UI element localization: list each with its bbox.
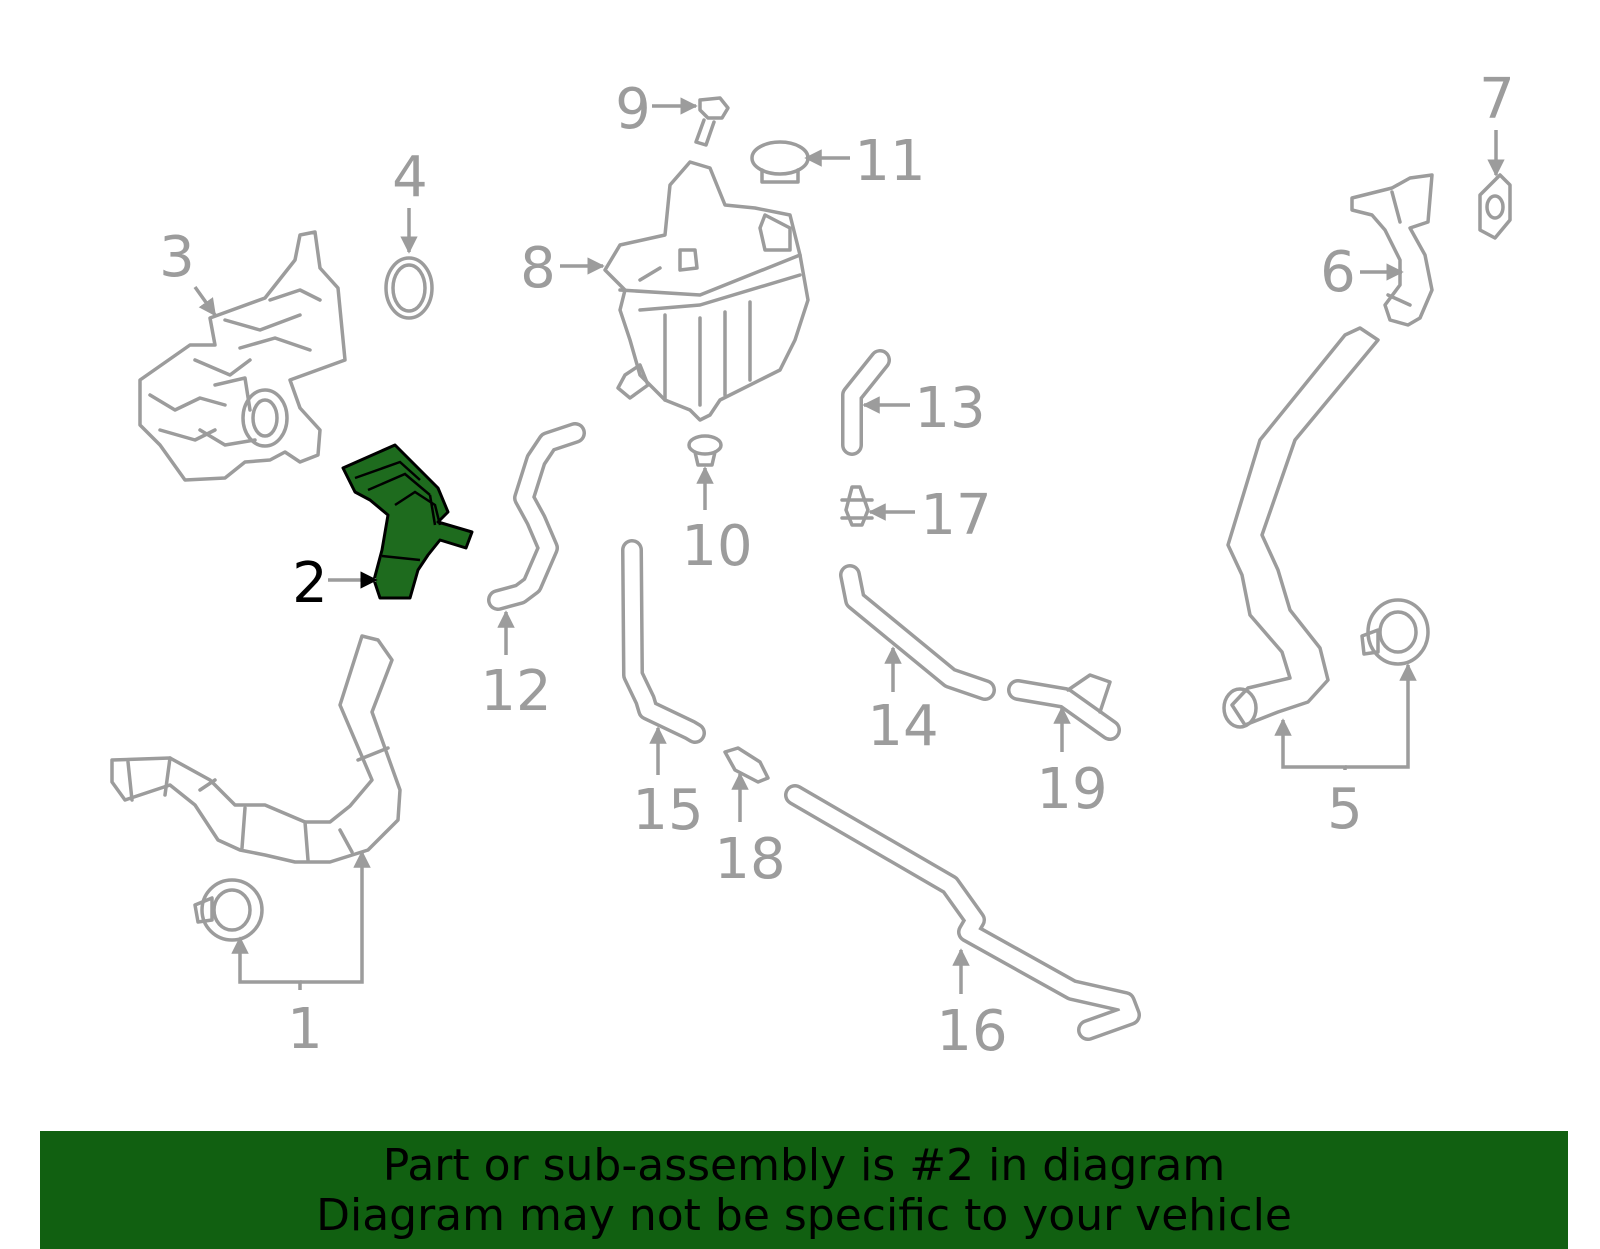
callout-15[interactable]: 15: [632, 778, 703, 843]
part-8-reservoir[interactable]: [603, 160, 810, 422]
part-16-hose[interactable]: [784, 784, 1141, 1041]
callout-18[interactable]: 18: [714, 827, 785, 892]
part-11-cap[interactable]: [750, 140, 810, 184]
part-10-grommet[interactable]: [687, 434, 723, 467]
part-15-hose[interactable]: [621, 539, 706, 744]
part-7-gasket[interactable]: [1478, 173, 1512, 240]
callout-6[interactable]: 6: [1320, 240, 1356, 305]
callout-5[interactable]: 5: [1327, 777, 1363, 842]
part-3-housing[interactable]: [138, 230, 347, 482]
callout-9[interactable]: 9: [615, 77, 651, 142]
callout-14[interactable]: 14: [867, 694, 938, 759]
part-13-hose[interactable]: [841, 349, 891, 456]
callout-17[interactable]: 17: [920, 483, 991, 548]
part-1-hose[interactable]: [110, 634, 402, 942]
info-banner: Part or sub-assembly is #2 in diagram Di…: [40, 1131, 1568, 1249]
callout-16[interactable]: 16: [936, 999, 1007, 1064]
callout-8[interactable]: 8: [520, 236, 556, 301]
part-4-o-ring[interactable]: [384, 256, 434, 320]
part-6-hose[interactable]: [1350, 173, 1434, 327]
callout-7[interactable]: 7: [1479, 67, 1515, 132]
callout-12[interactable]: 12: [480, 659, 551, 724]
banner-line-1: Part or sub-assembly is #2 in diagram: [382, 1140, 1226, 1191]
part-9-bolt[interactable]: [694, 96, 730, 147]
part-18-connector[interactable]: [723, 746, 770, 784]
part-5-hose[interactable]: [1222, 326, 1430, 729]
callout-19[interactable]: 19: [1036, 757, 1107, 822]
callout-2[interactable]: 2: [292, 551, 328, 616]
callout-4[interactable]: 4: [392, 145, 428, 210]
callout-11[interactable]: 11: [854, 129, 925, 194]
leader-lines: [193, 97, 1505, 994]
part-12-hose[interactable]: [487, 422, 586, 611]
callout-13[interactable]: 13: [914, 376, 985, 441]
callout-1[interactable]: 1: [287, 997, 323, 1062]
callout-10[interactable]: 10: [681, 514, 752, 579]
part-14-hose[interactable]: [839, 564, 996, 701]
part-17-connector[interactable]: [840, 485, 874, 527]
callout-3[interactable]: 3: [159, 225, 195, 290]
part-2-highlighted[interactable]: [341, 443, 474, 600]
banner-line-2: Diagram may not be specific to your vehi…: [316, 1190, 1292, 1241]
part-19-pipe[interactable]: [1007, 673, 1121, 741]
